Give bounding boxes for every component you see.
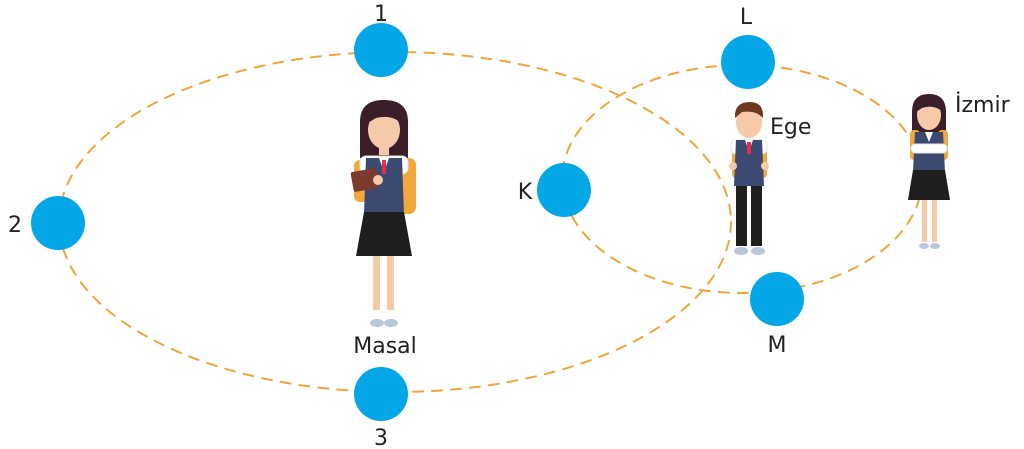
point-K-circle	[537, 163, 591, 217]
point-1-circle	[354, 23, 408, 77]
point-3-label: 3	[374, 426, 388, 449]
point-1-label: 1	[374, 2, 388, 27]
student-izmir-label: İzmir	[955, 92, 1011, 118]
point-L-label: L	[740, 5, 753, 30]
student-ege-label: Ege	[770, 115, 811, 140]
point-2-label: 2	[8, 213, 22, 238]
point-L-circle	[721, 35, 775, 89]
student-izmir-figure	[908, 94, 950, 249]
point-2-circle	[31, 196, 85, 250]
point-M-circle	[750, 272, 804, 326]
student-masal-figure	[350, 100, 416, 327]
point-3-circle	[354, 367, 408, 421]
student-ege-figure	[729, 102, 769, 255]
student-masal-label: Masal	[353, 334, 417, 359]
point-K-label: K	[518, 180, 533, 205]
point-M-label: M	[768, 333, 787, 358]
